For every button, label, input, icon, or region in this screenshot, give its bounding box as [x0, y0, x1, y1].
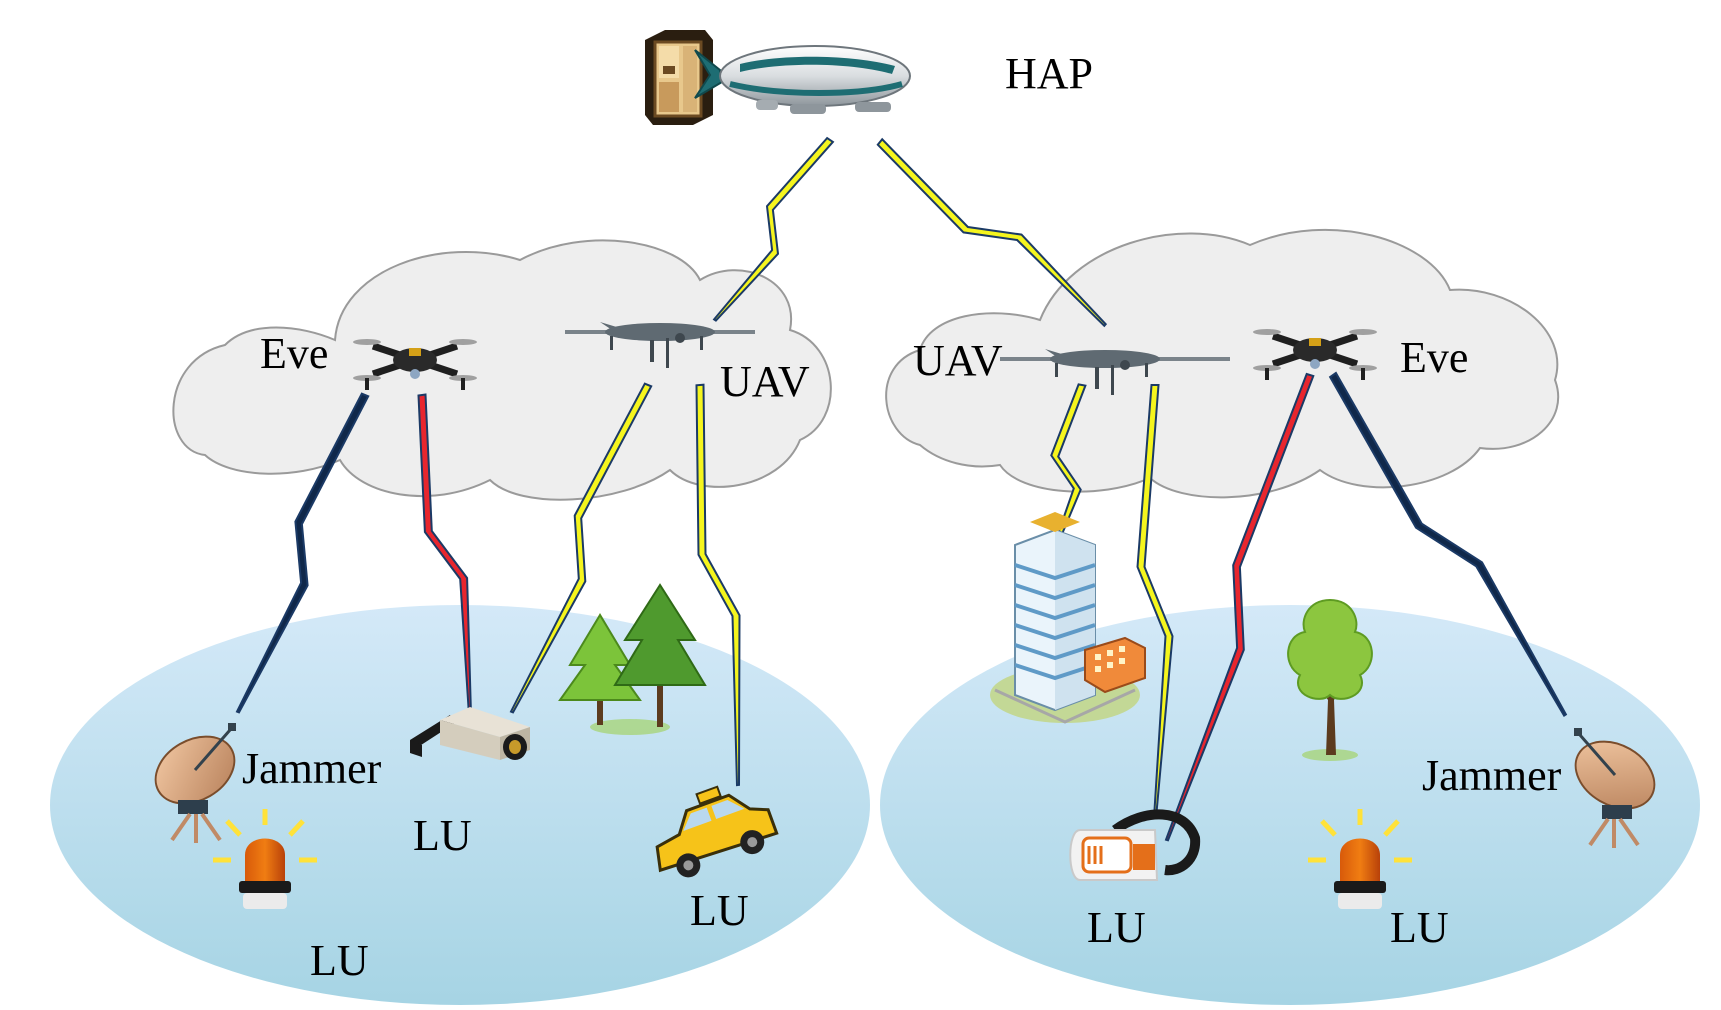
airship-icon — [694, 45, 911, 114]
uav-left-label: UAV — [720, 357, 810, 406]
lu-camera-label: LU — [413, 811, 472, 860]
satellite-dish-icon — [1574, 728, 1656, 848]
warning-beacon-icon — [1308, 809, 1412, 909]
payload-box-icon — [645, 30, 713, 125]
eve-right-jammer-right-link — [1328, 371, 1568, 718]
hap-label: HAP — [1005, 49, 1093, 98]
pine-tree-icon — [558, 583, 707, 735]
lu-headset-node: LU — [1069, 809, 1201, 952]
hap-uav-left-link — [712, 136, 835, 322]
jammer-left-node: Jammer — [154, 723, 382, 843]
uav-right-node: UAV — [913, 336, 1230, 395]
quadcopter-icon — [1253, 329, 1377, 380]
eve-right-node: Eve — [1253, 329, 1468, 382]
lu-beacon-left-label: LU — [310, 936, 369, 985]
eve-left-jammer-left-link — [235, 392, 370, 714]
lu-taxi-node: LU — [655, 785, 779, 935]
lu-taxi-label: LU — [690, 886, 749, 935]
hap-node: HAP — [645, 30, 1093, 125]
lu-beacon-right-label: LU — [1390, 903, 1449, 952]
taxi-icon — [655, 785, 779, 878]
warning-beacon-icon — [213, 809, 317, 909]
left-cloud — [172, 239, 832, 501]
left-ground-area — [50, 605, 870, 1005]
eve-left-label: Eve — [260, 329, 328, 378]
hap-uav-right-link — [876, 137, 1108, 328]
uav-left-node: UAV — [565, 322, 810, 406]
eve-right-lu-headset-link — [1164, 372, 1315, 842]
office-building-icon — [990, 512, 1146, 724]
eve-left-node: Eve — [260, 329, 477, 390]
uav-left-lu-camera-link — [509, 382, 653, 714]
jammer-right-node: Jammer — [1422, 728, 1656, 848]
lu-beacon-left-node: LU — [213, 809, 369, 985]
right-cloud — [885, 228, 1560, 499]
jammer-right-label: Jammer — [1422, 751, 1562, 800]
satellite-dish-icon — [154, 723, 236, 843]
jammer-left-label: Jammer — [242, 744, 382, 793]
vr-headset-icon — [1069, 809, 1201, 881]
uav-right-label: UAV — [913, 336, 1003, 385]
fixed-wing-drone-icon — [565, 322, 755, 368]
eve-right-label: Eve — [1400, 333, 1468, 382]
fixed-wing-drone-icon — [1000, 349, 1230, 395]
lu-headset-label: LU — [1087, 903, 1146, 952]
deciduous-tree-icon — [1287, 598, 1373, 761]
lu-beacon-right-node: LU — [1308, 809, 1449, 952]
security-camera-icon — [410, 707, 530, 760]
quadcopter-icon — [353, 339, 477, 390]
lu-camera-node: LU — [410, 707, 530, 860]
uav-left-lu-taxi-link — [695, 383, 741, 787]
